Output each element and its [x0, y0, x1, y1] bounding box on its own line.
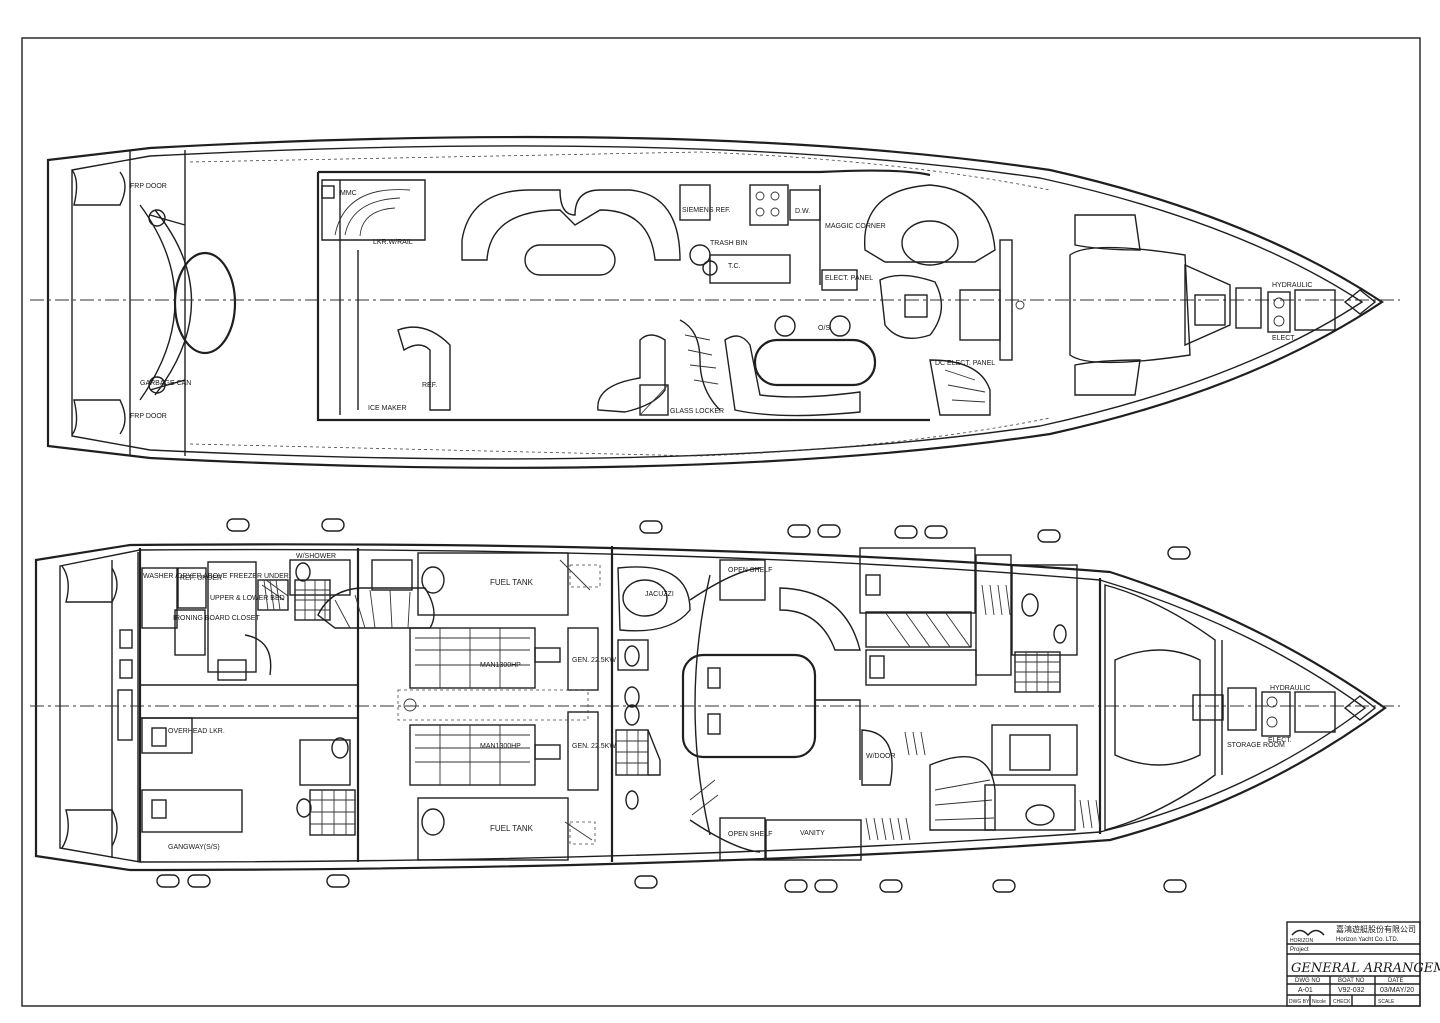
label-w-shower: W/SHOWER [296, 553, 336, 560]
label-hydraulic-upper: HYDRAULIC [1272, 282, 1312, 289]
date-value: 03/MAY/20 [1380, 987, 1414, 994]
label-mmc: MMC [340, 190, 357, 197]
sheet-border [21, 37, 1421, 1007]
label-man-engine-1: MAN1300HP [480, 662, 521, 669]
label-elect-upper: ELECT. [1272, 335, 1296, 342]
label-dw: D.W. [795, 208, 810, 215]
label-elect-panel: ELECT. PANEL [825, 275, 873, 282]
project-label: Project [1290, 947, 1309, 953]
title-block: HORIZON 嘉鴻遊艇股份有限公司 Horizon Yacht Co. LTD… [1286, 921, 1440, 1007]
label-man-engine-2: MAN1300HP [480, 743, 521, 750]
dwg-by-value: Nicole [1312, 999, 1326, 1005]
company-name-cn: 嘉鴻遊艇股份有限公司 [1336, 924, 1416, 934]
drawing-title: GENERAL ARRANGEMENT [1291, 961, 1440, 976]
label-hydraulic-lower: HYDRAULIC [1270, 685, 1310, 692]
label-os: O/S [818, 325, 830, 332]
boat-no-label: BOAT NO [1338, 978, 1365, 984]
lower-deck-plan [30, 518, 1400, 893]
label-lkr-w-rail: LKR.W/RAIL [373, 239, 413, 246]
label-gen-2: GEN. 22.5KW [572, 743, 616, 750]
label-elect-lower: ELECT. [1268, 737, 1292, 744]
label-vanity: VANITY [800, 830, 825, 837]
logo-text: HORIZON [1290, 938, 1313, 944]
lower-hull-outline [34, 543, 1387, 872]
check-label: CHECK [1333, 999, 1351, 1005]
label-wdoor: W/DOOR [866, 753, 896, 760]
label-maggic-corner: MAGGIC CORNER [825, 223, 886, 230]
upper-deck-plan [30, 135, 1400, 469]
upper-deck-labels: FRP DOOR FRP DOOR GARBAGE CAN MMC LKR.W/… [130, 183, 1312, 420]
label-dc-elect-panel: DC ELECT. PANEL [935, 360, 995, 367]
label-gangway: GANGWAY(S/S) [168, 844, 220, 851]
label-fuel-tank-top: FUEL TANK [490, 578, 534, 587]
label-fuel-tank-bottom: FUEL TANK [490, 824, 534, 833]
label-washer-dryer: WASHER /DRYER ABOVE FREEZER UNDER [143, 573, 289, 580]
upper-hull-inner [71, 145, 1364, 460]
label-open-shelf-top: OPEN SHELF [728, 567, 772, 574]
label-frp-door-top: FRP DOOR [130, 183, 167, 190]
label-upper-lower-bed: UPPER & LOWER BED [210, 595, 285, 602]
label-frp-door-bottom: FRP DOOR [130, 413, 167, 420]
boat-no-value: V92-032 [1338, 987, 1365, 994]
lower-hull-inner [59, 548, 1367, 863]
dwg-no-value: A-01 [1298, 987, 1313, 994]
upper-hull-outline [46, 135, 1384, 469]
scale-label: SCALE [1378, 999, 1395, 1005]
dwg-no-label: DWG NO [1295, 978, 1321, 984]
label-trash-bin: TRASH BIN [710, 240, 747, 247]
label-open-shelf-bottom: OPEN SHELF [728, 831, 772, 838]
dwg-by-label: DWG BY [1289, 999, 1310, 1005]
label-gen-1: GEN. 22.5KW [572, 657, 616, 664]
lower-deck-labels: WASHER /DRYER ABOVE FREEZER UNDER REF. U… [143, 553, 1310, 851]
label-ice-maker: ICE MAKER [368, 405, 407, 412]
label-jacuzzi: JACUZZI [645, 591, 674, 598]
label-ref-under: REF. UNDER [180, 575, 222, 582]
label-overhead-lkr: OVERHEAD LKR. [168, 728, 225, 735]
label-ironing-board: IRONING BOARD CLOSET [173, 615, 260, 622]
label-garbage-can: GARBAGE CAN [140, 380, 191, 387]
label-siemens-ref: SIEMENS REF. [682, 207, 731, 214]
date-label: DATE [1388, 978, 1404, 984]
label-tc: T.C. [728, 263, 741, 270]
label-storage-room: STORAGE ROOM [1227, 742, 1285, 749]
company-name-en: Horizon Yacht Co. LTD. [1336, 937, 1399, 943]
horizon-logo-icon [1291, 929, 1325, 937]
label-ref: REF. [422, 382, 437, 389]
label-glass-locker: GLASS LOCKER [670, 408, 724, 415]
